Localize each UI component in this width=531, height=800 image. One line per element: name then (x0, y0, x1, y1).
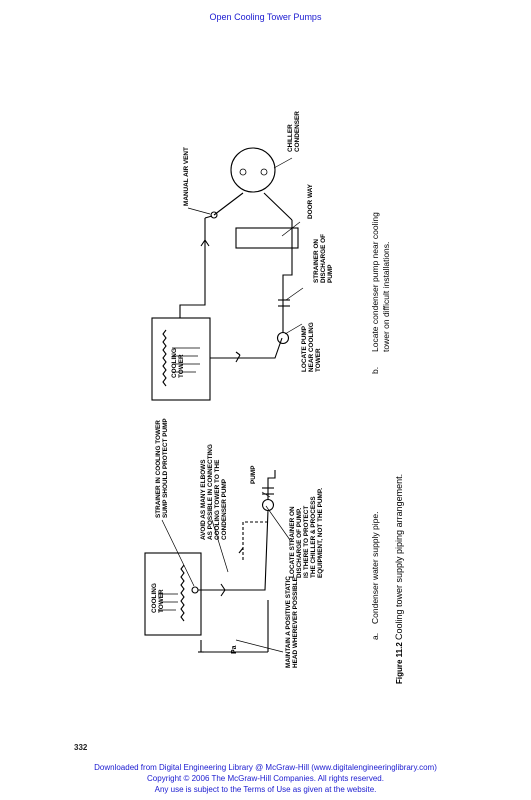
a-static-head-note: MAINTAIN A POSITIVE STATICHEAD WHEREVER … (285, 576, 299, 668)
footer-line-1: Downloaded from Digital Engineering Libr… (94, 763, 437, 772)
diagram-a-pump (261, 498, 275, 512)
footer-line-3: Any use is subject to the Terms of Use a… (154, 785, 377, 794)
caption-b-line2: tower on difficult installations. (381, 242, 391, 352)
b-air-vent-label: MANUAL AIR VENT (183, 147, 190, 206)
figure-caption: Cooling tower supply piping arrangement. (394, 474, 404, 640)
caption-b-letter: b. (370, 367, 380, 374)
diagram-b-cooling-tower (151, 317, 211, 401)
diagram-b-door-way (235, 227, 299, 249)
diagram-b-pump (276, 331, 290, 345)
b-locate-pump-note: LOCATE PUMPNEAR COOLINGTOWER (301, 322, 322, 372)
diagram-a-cooling-tower (144, 552, 202, 636)
b-strainer-note: STRAINER ONDISCHARGE OFPUMP (313, 234, 334, 283)
a-elbows-note: AVOID AS MANY ELBOWSAS POSSIBLE IN CONNE… (200, 444, 228, 540)
diagram-b-piping (151, 147, 299, 401)
diagram-a-piping (144, 470, 276, 653)
running-header: Open Cooling Tower Pumps (209, 12, 322, 22)
b-door-way-label: DOOR WAY (307, 183, 314, 219)
caption-b-line1: Locate condenser pump near cooling (370, 212, 380, 352)
b-cooling-tower-label: COOLINGTOWER (171, 348, 185, 378)
footer-line-2: Copyright © 2006 The McGraw-Hill Compani… (147, 774, 384, 783)
caption-a-letter: a. (370, 633, 380, 640)
caption-a-text: Condenser water supply pipe. (370, 512, 380, 624)
figure-label: Figure 11.2 (395, 642, 404, 684)
a-pa-label: Pa (231, 645, 238, 654)
a-cooling-tower-label: COOLINGTOWER (151, 583, 165, 613)
a-pump-label: PUMP (250, 465, 257, 484)
b-chiller-label: CHILLERCONDENSER (287, 111, 301, 152)
page-number: 332 (74, 743, 88, 752)
diagram-b-chiller (230, 147, 276, 193)
a-strainer-note: STRAINER IN COOLING TOWERSUMP SHOULD PRO… (155, 418, 169, 518)
a-locate-strainer-note: LOCATE STRAINER ONDISCHARGE OF PUMP.IS T… (289, 488, 324, 578)
